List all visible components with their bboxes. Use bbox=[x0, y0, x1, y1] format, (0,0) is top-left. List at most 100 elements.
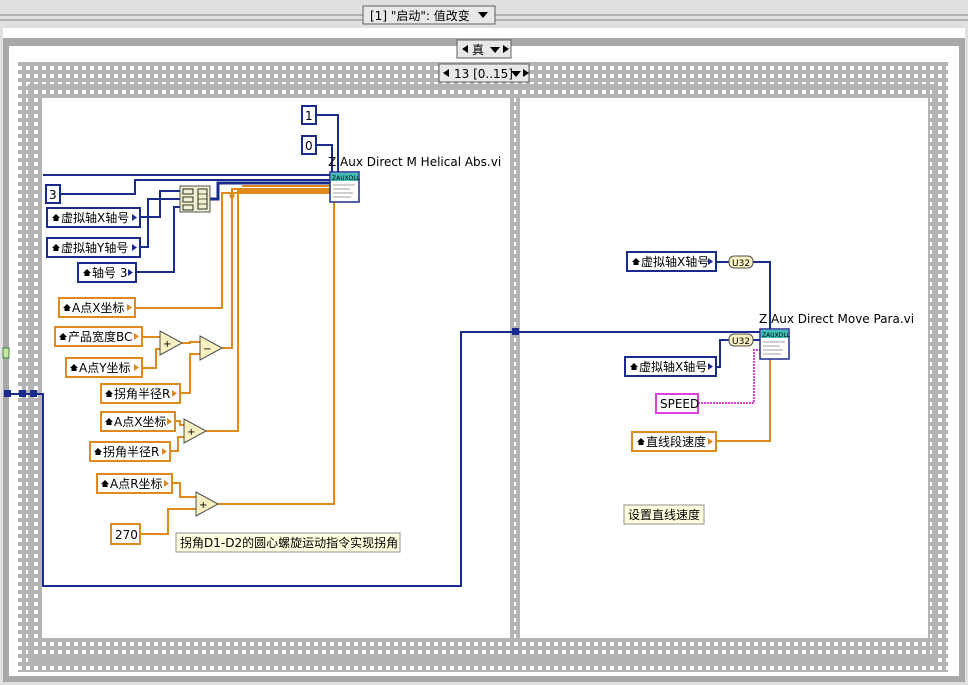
home-icon bbox=[52, 244, 60, 251]
chevron-down-icon bbox=[478, 12, 488, 18]
svg-text:拐角半径R: 拐角半径R bbox=[103, 444, 159, 459]
svg-text:直线段速度: 直线段速度 bbox=[646, 434, 706, 449]
chevron-down-icon bbox=[511, 71, 521, 77]
add-node-2[interactable]: + bbox=[183, 418, 208, 444]
home-icon bbox=[63, 304, 71, 311]
control-point-a-x-2[interactable]: A点X坐标 bbox=[100, 411, 176, 432]
arrow-right-icon bbox=[134, 364, 139, 371]
constant-0[interactable]: 0 bbox=[301, 135, 317, 155]
arrow-right-icon bbox=[172, 390, 177, 397]
input-tunnel bbox=[19, 390, 26, 397]
svg-text:U32: U32 bbox=[732, 337, 750, 347]
case-selector[interactable]: 真 bbox=[456, 39, 512, 59]
svg-text:0: 0 bbox=[305, 139, 313, 153]
svg-text:虚拟轴Y轴号: 虚拟轴Y轴号 bbox=[61, 240, 128, 255]
control-virtual-axis-x-right[interactable]: 虚拟轴X轴号 bbox=[626, 251, 717, 272]
arrow-right-icon bbox=[132, 244, 137, 251]
svg-text:虚拟轴X轴号: 虚拟轴X轴号 bbox=[641, 254, 709, 269]
constant-270[interactable]: 270 bbox=[110, 523, 141, 545]
add-node[interactable]: + bbox=[159, 330, 184, 356]
comment-right: 设置直线速度 bbox=[623, 504, 705, 525]
svg-text:设置直线速度: 设置直线速度 bbox=[628, 507, 700, 522]
home-icon bbox=[101, 480, 109, 487]
arrow-right-icon bbox=[128, 269, 133, 276]
home-icon bbox=[105, 390, 113, 397]
home-icon bbox=[70, 364, 78, 371]
svg-text:虚拟轴X轴号: 虚拟轴X轴号 bbox=[639, 359, 707, 374]
control-point-a-r[interactable]: A点R坐标 bbox=[96, 473, 173, 494]
sequence-selector[interactable]: 13 [0..15] bbox=[438, 63, 530, 83]
svg-text:SPEED: SPEED bbox=[660, 397, 699, 411]
control-point-a-y[interactable]: A点Y坐标 bbox=[65, 357, 143, 378]
arrow-right-icon bbox=[127, 304, 132, 311]
sequence-tunnel bbox=[512, 328, 519, 335]
arrow-right-icon bbox=[708, 438, 713, 445]
home-icon bbox=[94, 448, 102, 455]
svg-text:轴号 3: 轴号 3 bbox=[92, 265, 127, 280]
input-tunnel bbox=[30, 390, 37, 397]
subvi-helical-abs[interactable]: ZAUXDLL bbox=[329, 171, 361, 203]
control-virtual-axis-x[interactable]: 虚拟轴X轴号 bbox=[46, 207, 141, 228]
subvi-icon-text: ZAUXDLL bbox=[762, 332, 791, 339]
svg-text:+: + bbox=[187, 427, 195, 438]
arrow-right-icon bbox=[162, 448, 167, 455]
subvi-label: Z Aux Direct Move Para.vi bbox=[759, 312, 914, 326]
control-virtual-axis-y[interactable]: 虚拟轴Y轴号 bbox=[46, 237, 141, 258]
constant-3[interactable]: 3 bbox=[45, 184, 61, 204]
svg-text:A点X坐标: A点X坐标 bbox=[72, 301, 124, 315]
control-corner-radius[interactable]: 拐角半径R bbox=[100, 383, 181, 404]
home-icon bbox=[83, 269, 91, 276]
add-node-3[interactable]: + bbox=[195, 491, 220, 517]
decrement-arrow-icon[interactable] bbox=[443, 69, 449, 77]
control-virtual-axis-x-right-2[interactable]: 虚拟轴X轴号 bbox=[624, 356, 717, 377]
arrow-right-icon bbox=[164, 480, 169, 487]
increment-arrow-icon[interactable] bbox=[503, 45, 509, 53]
event-selector-label: [1] "启动": 值改变 bbox=[370, 8, 470, 23]
home-icon bbox=[105, 418, 113, 425]
string-constant-speed[interactable]: SPEED bbox=[655, 393, 699, 414]
control-point-a-x[interactable]: A点X坐标 bbox=[58, 297, 136, 318]
home-icon bbox=[632, 258, 640, 265]
control-corner-radius-2[interactable]: 拐角半径R bbox=[89, 441, 171, 462]
build-array-node[interactable] bbox=[179, 185, 211, 213]
convert-u32-node-2[interactable]: U32 bbox=[728, 333, 754, 347]
event-selector[interactable]: [1] "启动": 值改变 bbox=[362, 5, 496, 25]
arrow-right-icon bbox=[132, 214, 137, 221]
subtract-node[interactable]: − bbox=[199, 335, 224, 361]
decrement-arrow-icon[interactable] bbox=[462, 45, 468, 53]
control-axis-3[interactable]: 轴号 3 bbox=[77, 262, 137, 283]
home-icon bbox=[52, 214, 60, 221]
svg-text:产品宽度BC: 产品宽度BC bbox=[68, 329, 132, 344]
svg-text:A点R坐标: A点R坐标 bbox=[110, 477, 163, 491]
sequence-selector-label: 13 [0..15] bbox=[454, 67, 513, 81]
svg-text:拐角D1-D2的圆心螺旋运动指令实现拐角: 拐角D1-D2的圆心螺旋运动指令实现拐角 bbox=[180, 535, 398, 550]
input-tunnel bbox=[4, 390, 11, 397]
subvi-icon-text: ZAUXDLL bbox=[332, 175, 361, 182]
home-icon bbox=[59, 333, 67, 340]
svg-text:虚拟轴X轴号: 虚拟轴X轴号 bbox=[61, 210, 129, 225]
home-icon bbox=[630, 363, 638, 370]
svg-text:+: + bbox=[163, 339, 171, 350]
svg-text:+: + bbox=[199, 500, 207, 511]
subvi-move-para[interactable]: ZAUXDLL bbox=[759, 328, 791, 360]
arrow-right-icon bbox=[708, 363, 713, 370]
constant-1[interactable]: 1 bbox=[301, 105, 317, 125]
convert-u32-node[interactable]: U32 bbox=[728, 255, 754, 269]
increment-arrow-icon[interactable] bbox=[523, 69, 529, 77]
svg-text:拐角半径R: 拐角半径R bbox=[114, 386, 170, 401]
control-line-speed[interactable]: 直线段速度 bbox=[631, 431, 717, 452]
svg-text:3: 3 bbox=[49, 188, 57, 202]
svg-text:A点X坐标: A点X坐标 bbox=[114, 415, 166, 429]
svg-text:270: 270 bbox=[115, 528, 138, 542]
event-data-node bbox=[2, 347, 10, 359]
arrow-right-icon bbox=[167, 418, 172, 425]
arrow-right-icon bbox=[134, 333, 139, 340]
comment-left: 拐角D1-D2的圆心螺旋运动指令实现拐角 bbox=[175, 532, 401, 553]
control-product-width[interactable]: 产品宽度BC bbox=[54, 326, 143, 347]
svg-text:−: − bbox=[203, 344, 211, 355]
case-selector-label: 真 bbox=[472, 43, 484, 57]
svg-text:A点Y坐标: A点Y坐标 bbox=[79, 361, 131, 375]
subvi-label: Z Aux Direct M Helical Abs.vi bbox=[328, 155, 501, 169]
arrow-right-icon bbox=[708, 258, 713, 265]
